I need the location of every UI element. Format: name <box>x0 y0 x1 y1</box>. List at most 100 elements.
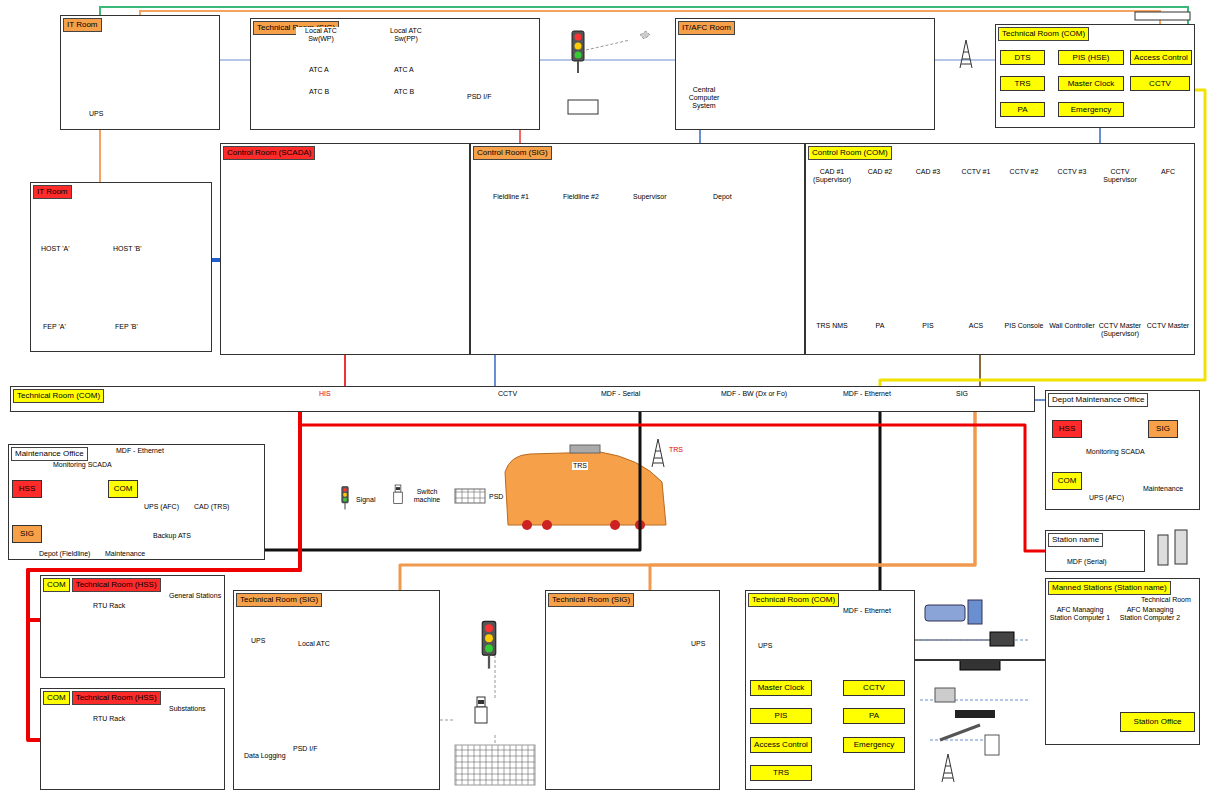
text-label: UPS <box>88 110 104 118</box>
box-label: PA <box>1017 105 1027 115</box>
cable-connector <box>494 355 496 386</box>
text-label: MDF - Ethernet <box>842 607 892 615</box>
text-label: UPS (AFC) <box>143 503 180 511</box>
text-label: Monitoring SCADA <box>52 461 113 469</box>
text-label: TRS <box>572 462 588 470</box>
colored-box: SIG <box>1148 420 1178 438</box>
text-label: FEP 'A' <box>42 323 67 331</box>
antenna <box>960 40 972 68</box>
text-label: ATC B <box>393 88 415 96</box>
display <box>955 710 995 718</box>
text-label: Local ATC Sw(PP) <box>381 27 431 43</box>
colored-box: TRS <box>750 765 812 781</box>
room-title: Maintenance Office <box>11 447 88 461</box>
device <box>1158 535 1168 565</box>
text-label: Wall Controller <box>1048 322 1096 330</box>
text-label: TRS NMS <box>808 322 856 330</box>
colored-box: Master Clock <box>750 680 812 696</box>
text-label: FEP 'B' <box>114 323 139 331</box>
colored-box: Emergency <box>843 737 905 753</box>
text-label: PIS <box>904 322 952 330</box>
train <box>505 452 666 525</box>
text-label: CCTV #2 <box>1000 168 1048 176</box>
text-label: CAD #2 <box>856 168 904 176</box>
colored-box: COM <box>1052 472 1082 490</box>
box-label: TRS <box>1015 79 1031 89</box>
room-box: IT/AFC Room <box>675 18 935 130</box>
text-label: Switch machine <box>407 488 447 504</box>
emergency-button <box>985 735 999 755</box>
cable-connector <box>519 130 521 143</box>
patch-bar <box>1135 12 1190 20</box>
text-label: AFC Managing Station Computer 2 <box>1118 606 1182 622</box>
box-label: COM <box>114 484 133 494</box>
room-title: Technical Room (SIG) <box>236 593 322 607</box>
colored-box: HSS <box>1052 420 1082 438</box>
device <box>1175 530 1187 564</box>
cable-connector <box>99 130 101 182</box>
box-label: Access Control <box>1134 53 1188 63</box>
text-label: PSD I/F <box>292 745 319 753</box>
colored-box: CCTV <box>1130 76 1190 91</box>
cable-connector <box>300 412 1045 551</box>
room-title: Technical Room (COM) <box>748 593 839 607</box>
room-title: Control Room (COM) <box>808 146 892 160</box>
box-label: HSS <box>1059 424 1075 434</box>
cable-connector <box>265 412 640 550</box>
text-label: PSD <box>488 493 504 501</box>
speaker <box>935 688 955 702</box>
text-label: Supervisor <box>632 193 667 201</box>
colored-box: PA <box>1000 102 1045 117</box>
camera <box>990 632 1014 646</box>
cable-connector <box>915 659 1045 661</box>
colored-box: DTS <box>1000 50 1045 65</box>
box-label: HSS <box>19 484 35 494</box>
room-title: Technical Room (HSS) <box>72 691 161 705</box>
cable-connector <box>400 412 975 590</box>
text-label: Maintenance <box>104 550 146 558</box>
text-label: ATC B <box>308 88 330 96</box>
wheel <box>610 520 620 530</box>
text-label: MDF - BW (Dx or Fo) <box>720 390 788 398</box>
colored-box: PIS <box>750 708 812 724</box>
box-label: PIS <box>775 711 788 721</box>
box-label: PA <box>869 711 879 721</box>
room-title: Control Room (SIG) <box>473 146 552 160</box>
box-label: Access Control <box>754 740 808 750</box>
text-label: Substations <box>168 705 207 713</box>
text-label: UPS (AFC) <box>1088 494 1125 502</box>
text-label: CAD #3 <box>904 168 952 176</box>
gate <box>925 605 965 621</box>
text-label: Depot (Fieldline) <box>38 550 91 558</box>
room-title: Technical Room (COM) <box>13 389 104 403</box>
text-label: CCTV <box>497 390 518 398</box>
text-label: HOST 'B' <box>112 245 143 253</box>
text-label: Fieldline #1 <box>492 193 530 201</box>
wheel <box>522 520 532 530</box>
text-label: SIG <box>955 390 969 398</box>
room-box: Maintenance OfficeHSSCOMSIG <box>8 444 265 560</box>
antenna <box>942 754 954 782</box>
text-label: Monitoring SCADA <box>1085 448 1146 456</box>
colored-box: PA <box>843 708 905 724</box>
text-label: MDF - Serial <box>600 390 641 398</box>
text-label: HOST 'A' <box>40 245 71 253</box>
colored-box: Station Office <box>1120 712 1195 732</box>
room-title: Technical Room (COM) <box>998 27 1089 41</box>
text-label: UPS <box>690 640 706 648</box>
wire <box>920 640 1030 740</box>
room-box: Technical Room (COM)Master ClockCCTVPISP… <box>745 590 915 790</box>
antenna <box>652 439 664 467</box>
colored-box: COM <box>108 480 138 498</box>
train-antenna <box>570 445 600 453</box>
text-label: Data Logging <box>243 752 287 760</box>
room-box: Technical Room (COM)DTSPIS (HSE)Access C… <box>995 24 1195 128</box>
text-label: CCTV #1 <box>952 168 1000 176</box>
text-label: Depot <box>712 193 733 201</box>
text-label: Maintenance <box>1142 485 1184 493</box>
room-box: COMTechnical Room (HSS) <box>40 688 225 790</box>
box-label: COM <box>1058 476 1077 486</box>
colored-box: TRS <box>1000 76 1045 91</box>
text-label: TRS <box>668 446 684 454</box>
room-title: IT Room <box>63 18 102 32</box>
